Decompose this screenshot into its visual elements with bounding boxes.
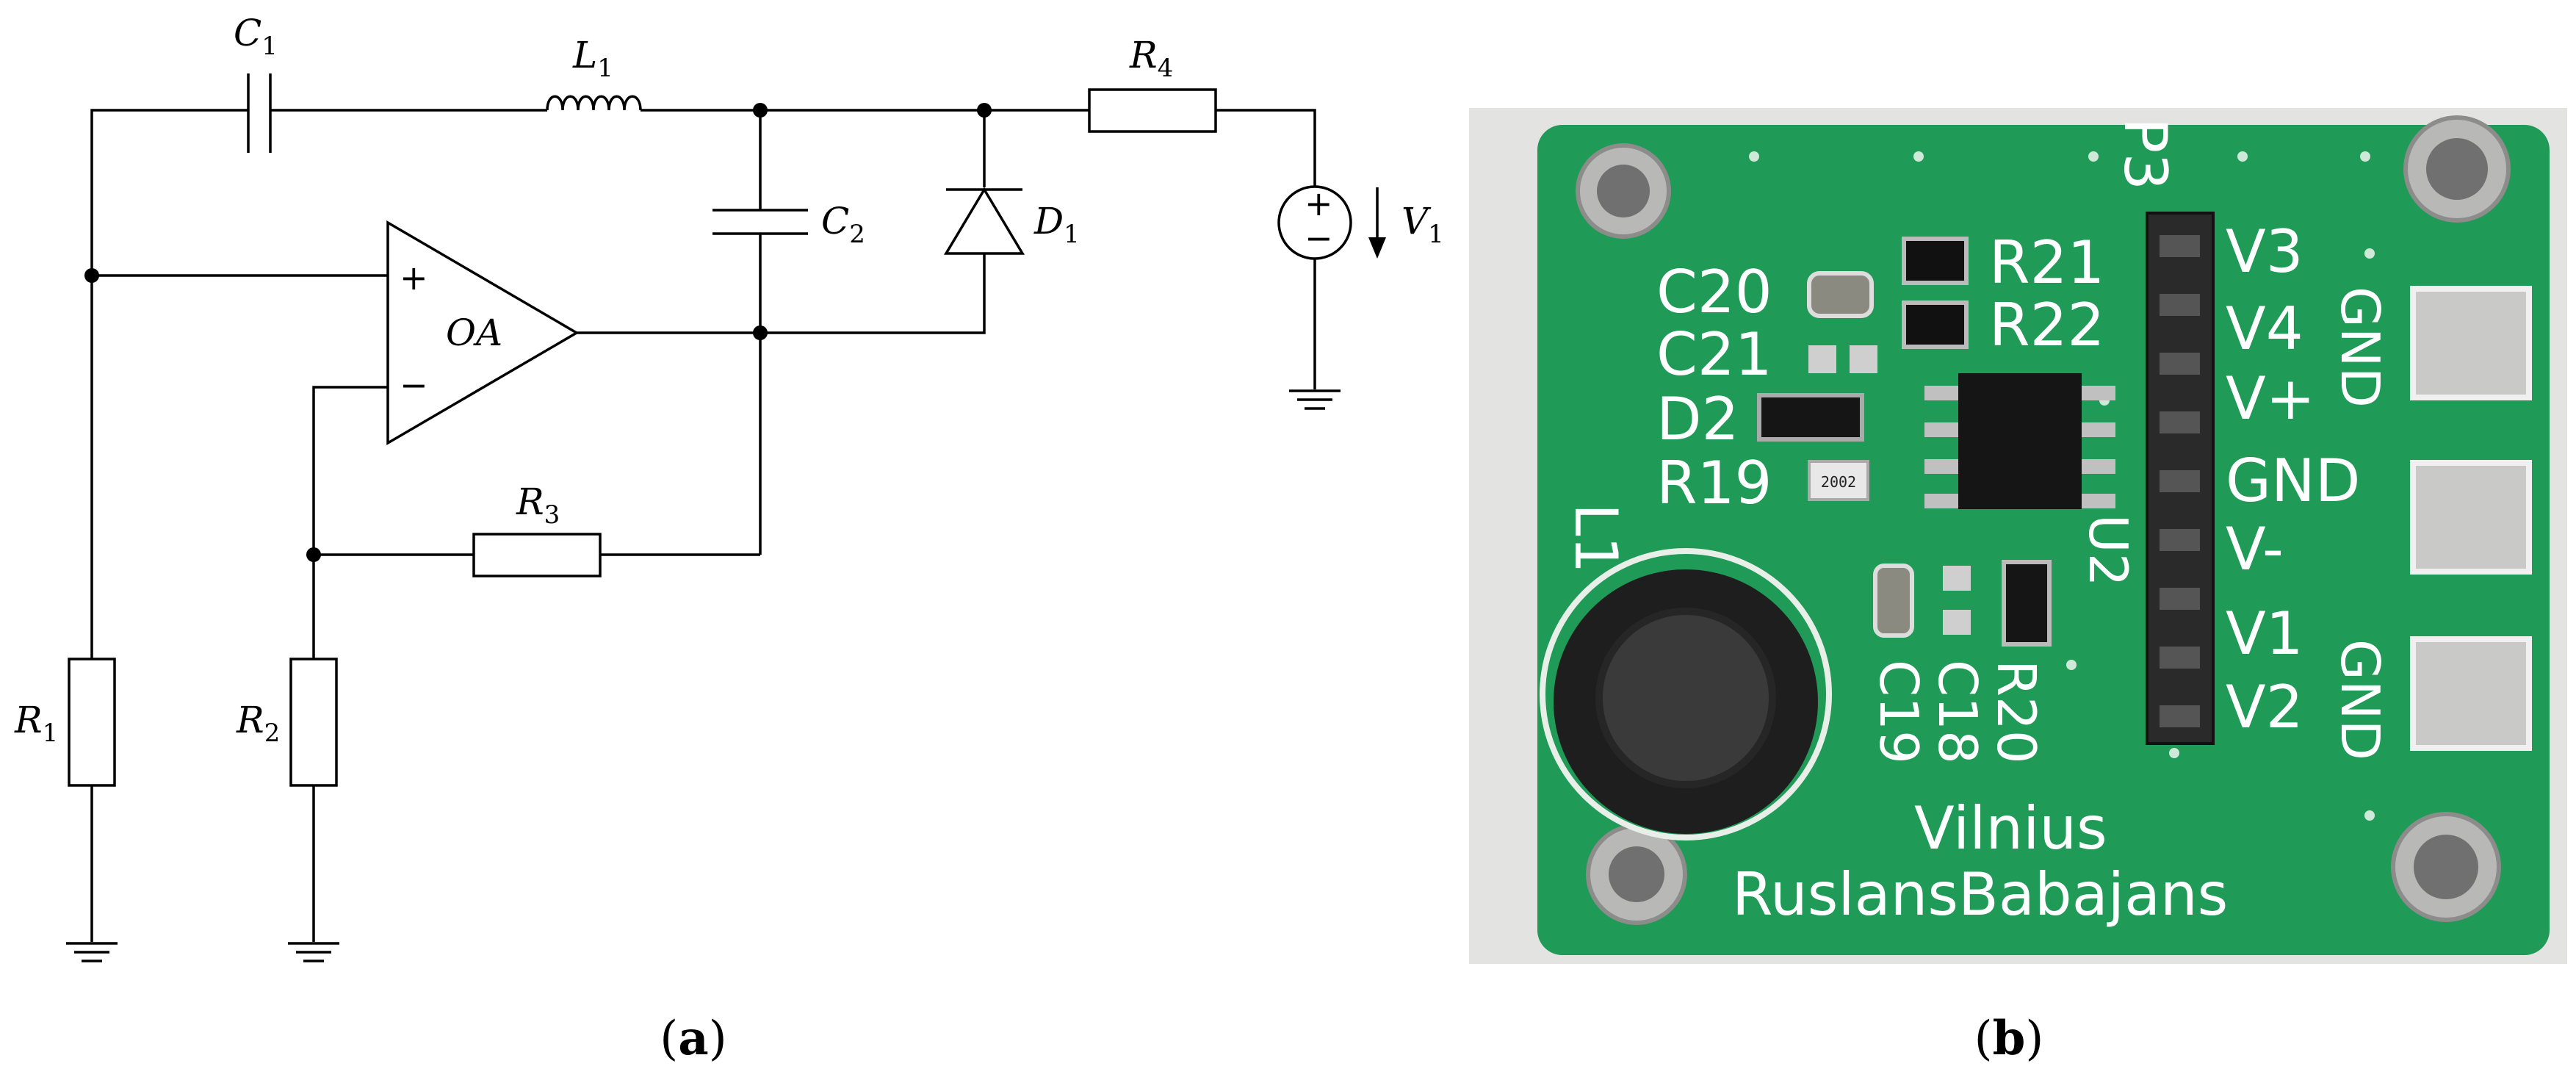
capacitor-c2: C2 xyxy=(712,110,865,555)
silk-v2: V2 xyxy=(2226,673,2303,741)
pcb-photo: 2002 P3 C20 C21 D2 R19 R21 R22 L1 U2 C19 xyxy=(1469,108,2567,964)
junction-dot xyxy=(84,268,99,283)
label-r3: R3 xyxy=(516,480,560,530)
silk-r22: R22 xyxy=(1989,291,2104,359)
silk-v1: V1 xyxy=(2226,600,2303,668)
inductor-l1: L1 xyxy=(546,34,642,111)
caption-b: (b) xyxy=(1974,1011,2044,1066)
voltage-source-v1: + − V1 xyxy=(1277,184,1444,389)
silk-c21: C21 xyxy=(1656,320,1772,389)
silk-r20: R20 xyxy=(1985,660,2047,764)
arrow-v1-head xyxy=(1368,237,1386,259)
silk-l1: L1 xyxy=(1562,503,1630,573)
silkscreen-labels: P3 C20 C21 D2 R19 R21 R22 L1 U2 C19 C18 … xyxy=(1562,118,2391,929)
pin-header-p3 xyxy=(2146,212,2215,745)
silk-r21: R21 xyxy=(1989,228,2104,297)
wire-top-left xyxy=(90,109,248,276)
silk-c18: C18 xyxy=(1927,660,1988,764)
label-r4: R4 xyxy=(1129,34,1173,83)
source-plus-sign: + xyxy=(1305,184,1333,223)
silk-c20: C20 xyxy=(1656,258,1772,326)
silk-r19: R19 xyxy=(1656,449,1772,517)
opamp-minus-sign: − xyxy=(400,365,428,405)
silk-author: RuslansBabajans xyxy=(1732,860,2228,929)
label-oa: OA xyxy=(446,312,502,354)
ground-symbol-v1 xyxy=(1289,389,1341,410)
label-d1: D1 xyxy=(1033,200,1080,249)
junction-dot xyxy=(753,325,768,340)
silk-gnd-bottom: GND xyxy=(2329,639,2391,760)
capacitor-c1: C1 xyxy=(234,12,278,153)
silk-city: Vilnius xyxy=(1914,794,2107,863)
junction-dot xyxy=(753,103,768,118)
label-r1: R1 xyxy=(14,699,58,748)
resistor-r2: R2 xyxy=(236,555,338,942)
silk-vplus: V+ xyxy=(2226,364,2315,433)
wire-minus-input xyxy=(312,386,388,555)
label-l1: L1 xyxy=(572,34,613,83)
silk-v3: V3 xyxy=(2226,217,2303,286)
label-c2: C2 xyxy=(821,200,865,249)
silk-c19: C19 xyxy=(1868,660,1930,764)
source-minus-sign: − xyxy=(1305,218,1333,258)
silk-u2: U2 xyxy=(2077,514,2139,587)
silk-gnd-top: GND xyxy=(2329,287,2391,408)
label-r2: R2 xyxy=(236,699,280,748)
label-c1: C1 xyxy=(234,12,278,61)
mounting-holes xyxy=(1576,115,2511,925)
inductor-l1-photo xyxy=(1540,548,1832,840)
silk-gnd-mid: GND xyxy=(2226,447,2360,515)
ground-symbol-r1 xyxy=(66,942,118,962)
silk-v4: V4 xyxy=(2226,295,2303,363)
resistor-r3: R3 xyxy=(314,480,760,577)
label-v1: V1 xyxy=(1401,200,1444,249)
wire-r4-v1 xyxy=(1216,109,1316,187)
pcb-vias xyxy=(1749,151,2375,821)
junction-dot xyxy=(977,103,992,118)
ground-symbol-r2 xyxy=(288,942,339,962)
junction-dot xyxy=(306,547,321,562)
op-amp-oa: OA + − xyxy=(386,220,760,446)
resistor-r1: R1 xyxy=(14,276,116,942)
resistor-r4: R4 xyxy=(1088,34,1217,133)
ic-u2 xyxy=(1958,373,2082,509)
circuit-schematic: C1 L1 R4 + − V1 xyxy=(14,12,1444,962)
diode-d1: D1 xyxy=(760,110,1080,334)
caption-a: (a) xyxy=(660,1011,726,1066)
resistor-code: 2002 xyxy=(1821,473,1856,491)
pcb-square-pads xyxy=(2410,286,2532,751)
silk-vminus: V- xyxy=(2226,515,2284,583)
silk-d2: D2 xyxy=(1656,385,1739,453)
opamp-plus-sign: + xyxy=(400,258,428,298)
silk-p3: P3 xyxy=(2111,118,2179,190)
smd-components: 2002 xyxy=(1757,237,2115,647)
